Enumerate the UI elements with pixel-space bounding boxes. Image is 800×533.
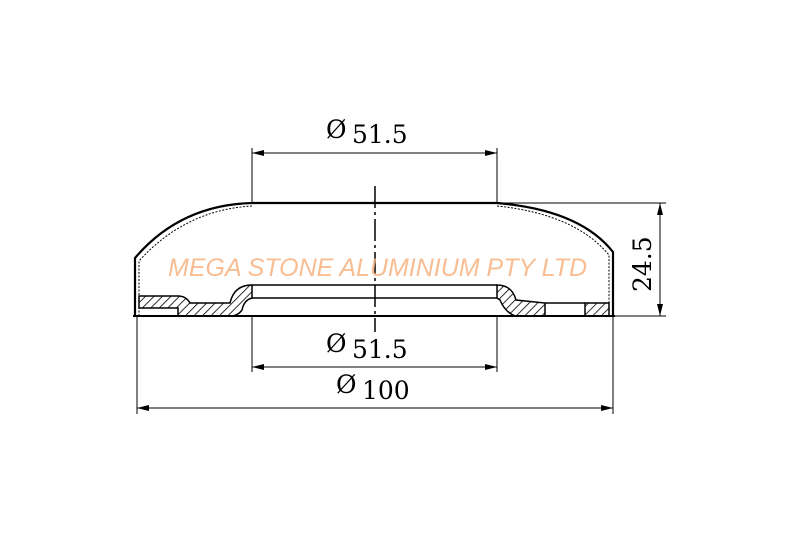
top-diameter-symbol: Ø xyxy=(326,115,347,144)
outer-diameter-symbol: Ø xyxy=(336,370,357,399)
dome-inner xyxy=(138,205,610,316)
bottom-diameter-symbol: Ø xyxy=(326,329,347,358)
watermark: MEGA STONE ALUMINIUM PTY LTD xyxy=(168,254,587,282)
outer-diameter-label: 100 xyxy=(362,376,410,405)
right-foot-section xyxy=(584,302,610,317)
height-label: 24.5 xyxy=(628,236,657,292)
top-diameter-label: 51.5 xyxy=(352,120,408,149)
bottom-diameter-label: 51.5 xyxy=(352,335,408,364)
right-base-section xyxy=(496,284,546,317)
left-base-section xyxy=(138,284,253,317)
